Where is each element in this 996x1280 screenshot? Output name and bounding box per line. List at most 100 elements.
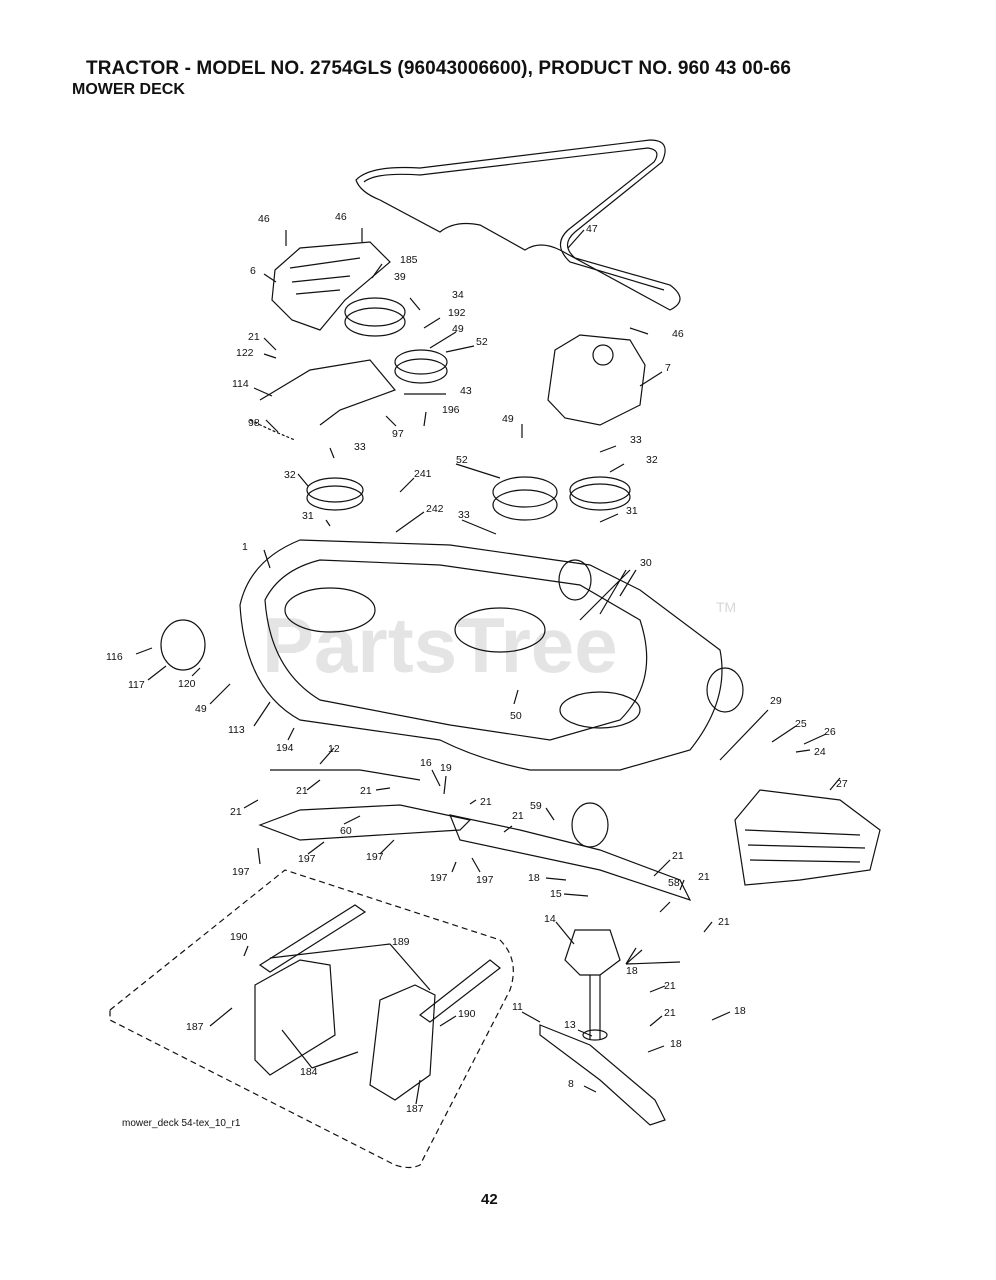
pulley-52-upper [394,349,448,375]
inset-boundary [109,869,514,1169]
callout-label: 16 [420,757,432,769]
callout-label: 189 [392,936,410,948]
callout-label: 241 [414,468,432,480]
callout-label: 52 [456,454,468,466]
callout-label: 117 [128,679,145,691]
discharge-chute [734,789,881,886]
callout-label: 27 [836,778,848,790]
callout-label: 18 [734,1005,746,1017]
callout-label: 43 [460,385,472,397]
callout-label: 197 [232,866,250,878]
mower-blade [539,1024,666,1126]
callout-label: 190 [458,1008,476,1020]
callout-label: 197 [476,874,494,886]
drive-belt [355,139,681,311]
callout-label: 116 [106,651,123,663]
callout-labels: 46 46 47 185 6 39 34 192 49 52 46 7 21 1… [106,211,848,1115]
callout-label: 18 [528,872,540,884]
inset-bracket-right [369,984,436,1101]
belt-cover-left [271,241,391,331]
deck-bar-60 [449,814,692,902]
callout-label: 21 [718,916,730,928]
gauge-wheel-right [706,667,744,713]
callout-label: 197 [430,872,448,884]
callout-label: 29 [770,695,782,707]
mower-deck-shell [239,539,723,771]
callout-label: 46 [258,213,270,225]
callout-label: 15 [550,888,562,900]
callout-label: 21 [664,980,676,992]
watermark-trademark: TM [716,599,736,615]
callout-label: 19 [440,762,452,774]
callout-label: 21 [248,331,260,343]
callout-label: 242 [426,503,444,515]
callout-label: 31 [302,510,314,522]
callout-label: 21 [512,810,524,822]
callout-label: 190 [230,931,248,943]
callout-label: 120 [178,678,196,690]
pulley-32-right [569,476,631,504]
callout-label: 21 [672,850,684,862]
gauge-wheel-left [160,619,206,671]
callout-label: 49 [452,323,464,335]
deck-bar-59 [258,804,472,841]
callout-label: 113 [228,724,245,736]
callout-label: 14 [544,913,556,925]
callout-label: 47 [586,223,598,235]
callout-label: 46 [672,328,684,340]
callout-label: 98 [248,417,260,429]
callout-label: 12 [328,743,340,755]
spindle-housing [564,929,621,976]
callout-label: 97 [392,428,404,440]
callout-label: 1 [242,541,248,553]
callout-label: 50 [510,710,522,722]
callout-label: 24 [814,746,826,758]
callout-label: 18 [626,965,638,977]
inset-link-arm-lower [418,959,501,1023]
callout-label: 8 [568,1078,574,1090]
callout-label: 21 [360,785,372,797]
callout-label: 114 [232,378,249,390]
callout-label: 21 [664,1007,676,1019]
watermark-text: PartsTree [262,601,618,689]
callout-label: 184 [300,1066,318,1078]
callout-label: 32 [646,454,658,466]
callout-label: 21 [296,785,308,797]
callout-label: 59 [530,800,542,812]
callout-label: 49 [502,413,514,425]
callout-label: 18 [670,1038,682,1050]
callout-label: 34 [452,289,464,301]
callout-label: 33 [458,509,470,521]
callout-label: 187 [186,1021,204,1033]
pulley-39 [344,297,406,327]
callout-label: 60 [340,825,352,837]
callout-label: 197 [366,851,384,863]
part-outlines [109,139,881,1169]
callout-label: 187 [406,1103,424,1115]
page-number: 42 [481,1191,498,1208]
belt-cover-right [547,334,646,426]
callout-label: 30 [640,557,652,569]
callout-label: 32 [284,469,296,481]
callout-label: 52 [476,336,488,348]
callout-label: 7 [665,362,671,374]
idler-arm [259,359,397,426]
pulley-32-left [306,477,364,503]
callout-label: 58 [668,877,680,889]
callout-label: 21 [230,806,242,818]
callout-label: 122 [236,347,254,359]
link-12 [270,769,421,781]
callout-label: 197 [298,853,316,865]
callout-label: 13 [564,1019,576,1031]
page-title: TRACTOR - MODEL NO. 2754GLS (96043006600… [86,58,792,79]
callout-label: 46 [335,211,347,223]
callout-label: 49 [195,703,207,715]
callout-label: 194 [276,742,294,754]
callout-label: 26 [824,726,836,738]
callout-label: 11 [512,1001,523,1013]
drawing-reference: mower_deck 54-tex_10_r1 [122,1118,241,1129]
callout-label: 192 [448,307,466,319]
callout-label: 185 [400,254,418,266]
callout-label: 39 [394,271,406,283]
